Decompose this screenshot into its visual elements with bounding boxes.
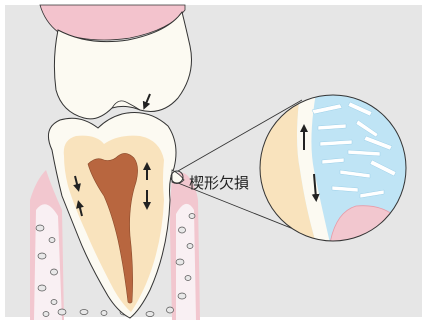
wedge-defect-label: 楔形欠損 (189, 174, 249, 192)
